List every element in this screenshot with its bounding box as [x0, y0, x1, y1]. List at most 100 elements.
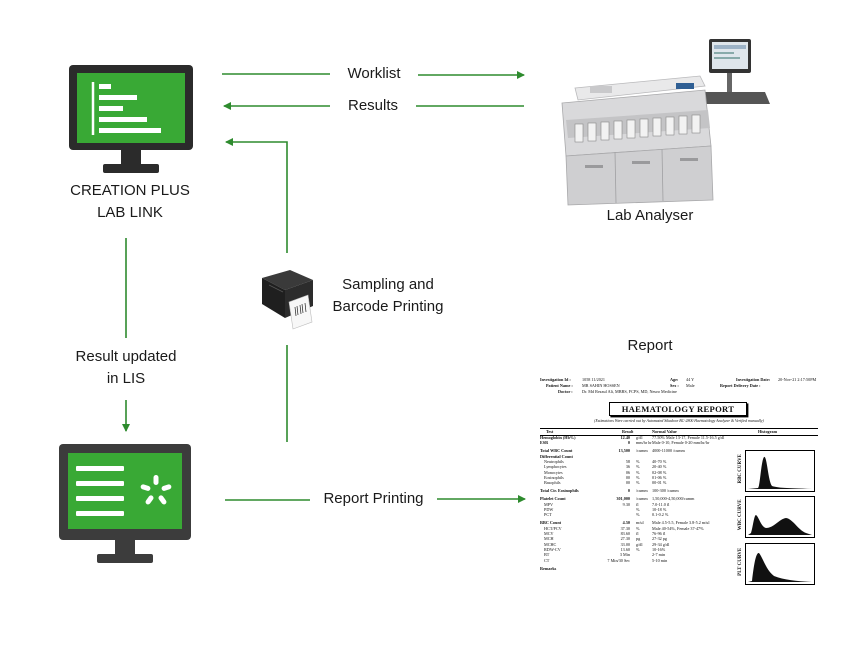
test-normal-value: 76-96 fl	[652, 530, 666, 536]
test-unit: g/dl	[636, 435, 643, 440]
test-normal-value: 100-300 /cumm	[652, 488, 679, 494]
plt-curve-label: PLT CURVE	[738, 547, 744, 576]
test-normal-value: 7.0-11.0 fl	[652, 501, 670, 507]
test-result: 37.30	[620, 525, 630, 531]
test-name: Hemoglobin (Hb%)	[540, 435, 576, 440]
test-result: 58	[625, 458, 630, 464]
printer-label-line1: Sampling and	[342, 276, 434, 293]
test-name: MCH	[544, 536, 554, 542]
analyser-label: Lab Analyser	[606, 207, 694, 224]
test-result: 9.30	[622, 501, 630, 507]
table-row: CT 7 Min/30 Sec 5-10 min	[540, 558, 730, 563]
test-name: Differential Count	[540, 453, 573, 459]
test-result: 4.50	[622, 520, 630, 526]
test-normal-value: 29-34 g/dl	[652, 541, 670, 547]
rbc-curve-graphic	[748, 456, 812, 489]
test-name: BT	[544, 552, 550, 558]
test-normal-value: 27-32 pg	[652, 536, 668, 542]
table-row: Differential Count	[540, 454, 730, 459]
worklist-label: Worklist	[347, 65, 401, 82]
test-unit: %	[636, 525, 640, 531]
hdr-age-label: Age:	[670, 377, 679, 382]
table-row: PCT%0.1-0.2 %	[540, 512, 730, 517]
test-name: Neutrophils	[544, 458, 564, 464]
test-name: HCT/PCV	[544, 525, 562, 531]
hdr-patient-label: Patient Name :	[546, 383, 573, 388]
test-unit: m/ul	[636, 520, 644, 526]
table-row: MCHC 33.00 g/dl 29-34 g/dl	[540, 542, 730, 547]
test-result: 0	[627, 488, 630, 494]
result-updated-line2: in LIS	[106, 370, 146, 387]
plt-curve-graphic	[748, 552, 812, 582]
test-unit: %	[636, 480, 640, 486]
test-unit: %	[636, 546, 640, 552]
lis-title: CREATION PLUS LAB LINK	[50, 180, 210, 224]
table-row: PDW%10-18 %	[540, 507, 730, 512]
hdr-doctor-value: Dr. Md Rezaul Ali, MBBS, FCPS, MD, Neuro…	[582, 389, 677, 394]
hdr-date-label: Investigation Date:	[736, 377, 771, 382]
test-unit: /cumm	[636, 448, 648, 454]
test-unit: pg	[636, 536, 641, 542]
test-result: 83.60	[620, 530, 630, 536]
test-name: Lymphocytes	[544, 464, 567, 470]
wbc-curve-label: WBC CURVE	[738, 499, 744, 531]
test-name: RBC Count	[540, 520, 562, 526]
test-result: 33.00	[620, 541, 630, 547]
test-result: 00	[625, 475, 630, 480]
lis-title-line2: LAB LINK	[97, 204, 163, 221]
test-name: Platelet Count	[540, 496, 566, 502]
haematology-report-document: Investigation Id : 1058 11/2021 Age: 44 …	[536, 372, 821, 600]
result-updated-line1: Result updated	[75, 348, 177, 365]
test-normal-value: Male 0-10, Female 0-20 mm/hr/hr	[652, 440, 710, 446]
test-name: CT	[544, 557, 550, 563]
report-monitor-icon	[59, 444, 191, 563]
test-normal-value: 5-10 min	[652, 557, 668, 563]
test-name: PDW	[544, 506, 554, 512]
test-result: 0	[627, 440, 630, 446]
col-normal: Normal Value	[652, 429, 677, 434]
test-unit: %	[636, 475, 640, 480]
test-result: 7 Min/30 Sec	[607, 557, 630, 563]
test-name: RDW-CV	[544, 546, 561, 552]
test-name: MCHC	[544, 541, 557, 547]
test-name: Total Cir. Eosinophils	[540, 488, 579, 494]
hdr-sex-value: Male	[686, 383, 695, 388]
test-unit: /cumm	[636, 488, 648, 494]
results-label: Results	[347, 97, 399, 114]
report-header: Investigation Id : 1058 11/2021 Age: 44 …	[540, 377, 818, 395]
hdr-date-value: 20-Nov-21 2:17:50PM	[778, 377, 817, 382]
test-name: MCV	[544, 530, 554, 536]
test-result: 13,500	[618, 448, 630, 454]
test-unit: %	[636, 469, 640, 475]
test-unit: g/dl	[636, 541, 643, 547]
hdr-delivery-label: Report Delivery Date :	[720, 383, 761, 388]
lis-monitor-icon	[69, 65, 193, 173]
printer-label: Sampling and Barcode Printing	[318, 274, 458, 318]
col-test: Test	[546, 429, 554, 434]
test-name: Total WBC Count	[540, 448, 573, 454]
test-normal-value: 10-16%	[652, 546, 666, 552]
test-result: 36	[625, 464, 630, 470]
test-result: 00	[625, 480, 630, 486]
hdr-patient-value: MR SAHIN HOSSEN	[582, 383, 620, 388]
test-name: Monocytes	[544, 469, 563, 475]
test-unit: mm/hr hr	[636, 440, 652, 446]
hdr-sex-label: Sex :	[670, 383, 679, 388]
plt-histogram	[745, 543, 815, 585]
test-normal-value: 10-18 %	[652, 506, 667, 512]
printer-to-lis-arrow	[225, 138, 288, 253]
